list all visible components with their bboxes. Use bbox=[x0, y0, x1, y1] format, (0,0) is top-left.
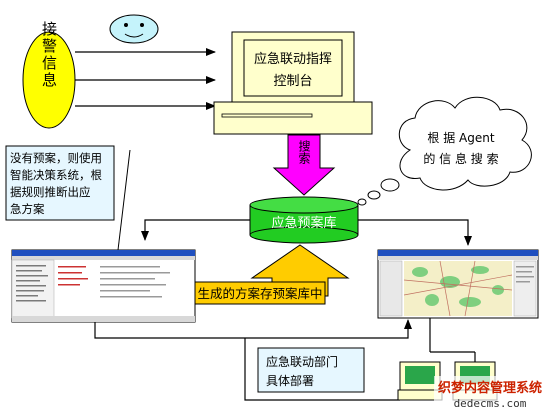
note-line2: 智能决策系统，根 bbox=[10, 168, 102, 182]
note-line3: 据规则推断出应 bbox=[10, 185, 91, 199]
agent-search-cloud: 根 据 Agent 的 信 息 搜 索 bbox=[357, 96, 532, 206]
watermark: 织梦内容管理系统 dedecms.com bbox=[434, 376, 548, 412]
smiley-face-icon bbox=[109, 14, 159, 44]
agent-cloud-line1: 根 据 Agent bbox=[427, 131, 494, 145]
store-plan-arrow: 生成的方案存预案库中 bbox=[194, 244, 350, 305]
agent-cloud-line2: 的 信 息 搜 索 bbox=[423, 151, 498, 166]
search-arrow: 搜索 bbox=[272, 134, 336, 196]
database-side-connectors bbox=[141, 219, 472, 246]
workstation-computer-icon bbox=[397, 361, 443, 401]
search-label: 搜索 bbox=[297, 139, 311, 164]
console-label-line1: 应急联动指挥 bbox=[254, 51, 332, 67]
database-label: 应急预案库 bbox=[271, 215, 336, 231]
console-label-line2: 控制台 bbox=[273, 74, 312, 89]
alarm-info-node: 接警信息 bbox=[22, 21, 76, 129]
watermark-line1: 织梦内容管理系统 bbox=[438, 380, 542, 396]
store-plan-label: 生成的方案存预案库中 bbox=[197, 286, 322, 301]
decision-system-screenshot bbox=[11, 249, 196, 323]
alarm-info-label: 接警信息 bbox=[40, 21, 58, 89]
command-console-computer: 应急联动指挥 控制台 bbox=[213, 31, 373, 135]
emergency-plan-database: 应急预案库 bbox=[249, 196, 359, 244]
flow-connectors bbox=[94, 318, 431, 401]
note-line1: 没有预案，则使用 bbox=[10, 151, 102, 165]
gis-map-screenshot bbox=[377, 249, 539, 319]
deployment-box: 应急联动部门 具体部署 bbox=[257, 347, 365, 393]
no-plan-note: 没有预案，则使用 智能决策系统，根 据规则推断出应 急方案 bbox=[5, 145, 131, 251]
deployment-line1: 应急联动部门 bbox=[266, 354, 338, 369]
note-line4: 急方案 bbox=[10, 202, 45, 216]
alarm-to-console-arrows bbox=[75, 48, 216, 110]
watermark-line2: dedecms.com bbox=[454, 397, 527, 410]
deployment-line2: 具体部署 bbox=[266, 373, 314, 388]
